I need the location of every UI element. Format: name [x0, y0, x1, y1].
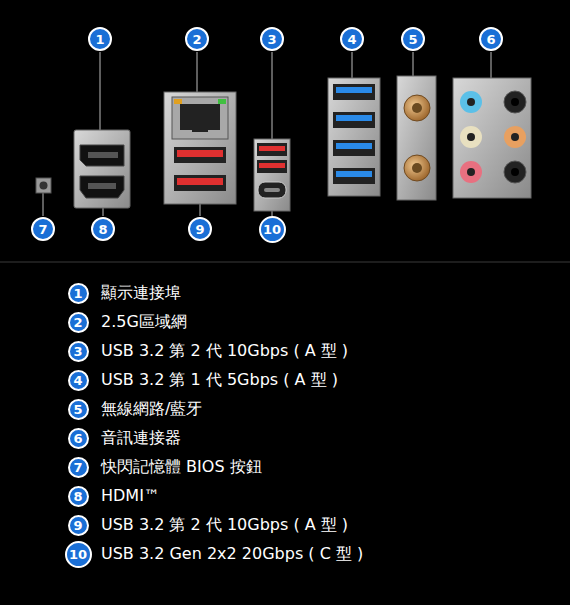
callout-text: 10	[69, 548, 87, 561]
callout-number: 2	[68, 312, 89, 333]
display-ports	[74, 130, 130, 208]
callout-text: 1	[73, 287, 82, 300]
port-description: 快閃記憶體 BIOS 按鈕	[101, 457, 262, 477]
callout-text: 8	[98, 223, 107, 236]
callout-text: 3	[267, 33, 276, 46]
callout-number: 3	[68, 341, 89, 362]
callout-number: 10	[65, 541, 92, 568]
bios-button	[36, 178, 51, 193]
callout-text: 5	[408, 33, 417, 46]
callout-number: 1	[68, 283, 89, 304]
port-description: HDMI™	[101, 486, 160, 506]
callout-number: 3	[260, 27, 284, 51]
usb-blue-stack	[328, 78, 380, 196]
port-description: 音訊連接器	[101, 428, 181, 448]
callout-text: 2	[192, 33, 201, 46]
callout-text: 6	[73, 432, 82, 445]
callout-number: 5	[401, 27, 425, 51]
callout-text: 10	[263, 223, 281, 236]
callout-number: 9	[68, 515, 89, 536]
separator	[0, 262, 570, 263]
callout-number: 6	[479, 27, 503, 51]
port-description: USB 3.2 第 2 代 10Gbps ( A 型 )	[101, 515, 348, 535]
callout-text: 1	[95, 33, 104, 46]
callout-number: 7	[31, 217, 55, 241]
callout-text: 8	[73, 490, 82, 503]
callout-text: 7	[38, 223, 47, 236]
callout-number: 9	[188, 217, 212, 241]
callout-number: 2	[185, 27, 209, 51]
lan-usb-stack	[164, 92, 236, 204]
callout-number: 10	[259, 216, 286, 243]
callout-text: 5	[73, 403, 82, 416]
callout-number: 8	[68, 486, 89, 507]
usb-c-stack	[254, 139, 290, 211]
port-description: 無線網路/藍牙	[101, 399, 202, 419]
port-description: 2.5G區域網	[101, 312, 187, 332]
callout-text: 4	[73, 374, 82, 387]
leader-lines	[43, 52, 491, 216]
callout-text: 9	[195, 223, 204, 236]
callout-text: 9	[73, 519, 82, 532]
callout-text: 4	[347, 33, 356, 46]
audio-jacks	[453, 78, 531, 198]
callout-number: 8	[91, 217, 115, 241]
port-description: USB 3.2 第 2 代 10Gbps ( A 型 )	[101, 341, 348, 361]
port-description: 顯示連接埠	[101, 283, 181, 303]
callout-text: 6	[486, 33, 495, 46]
callout-number: 4	[68, 370, 89, 391]
port-description: USB 3.2 Gen 2x2 20Gbps ( C 型 )	[101, 544, 363, 564]
wifi-antenna-connectors	[397, 76, 436, 200]
callout-text: 7	[73, 461, 82, 474]
port-description: USB 3.2 第 1 代 5Gbps ( A 型 )	[101, 370, 338, 390]
callout-number: 6	[68, 428, 89, 449]
callout-text: 2	[73, 316, 82, 329]
callout-text: 3	[73, 345, 82, 358]
callout-number: 1	[88, 27, 112, 51]
callout-number: 4	[340, 27, 364, 51]
callout-number: 5	[68, 399, 89, 420]
callout-number: 7	[68, 457, 89, 478]
